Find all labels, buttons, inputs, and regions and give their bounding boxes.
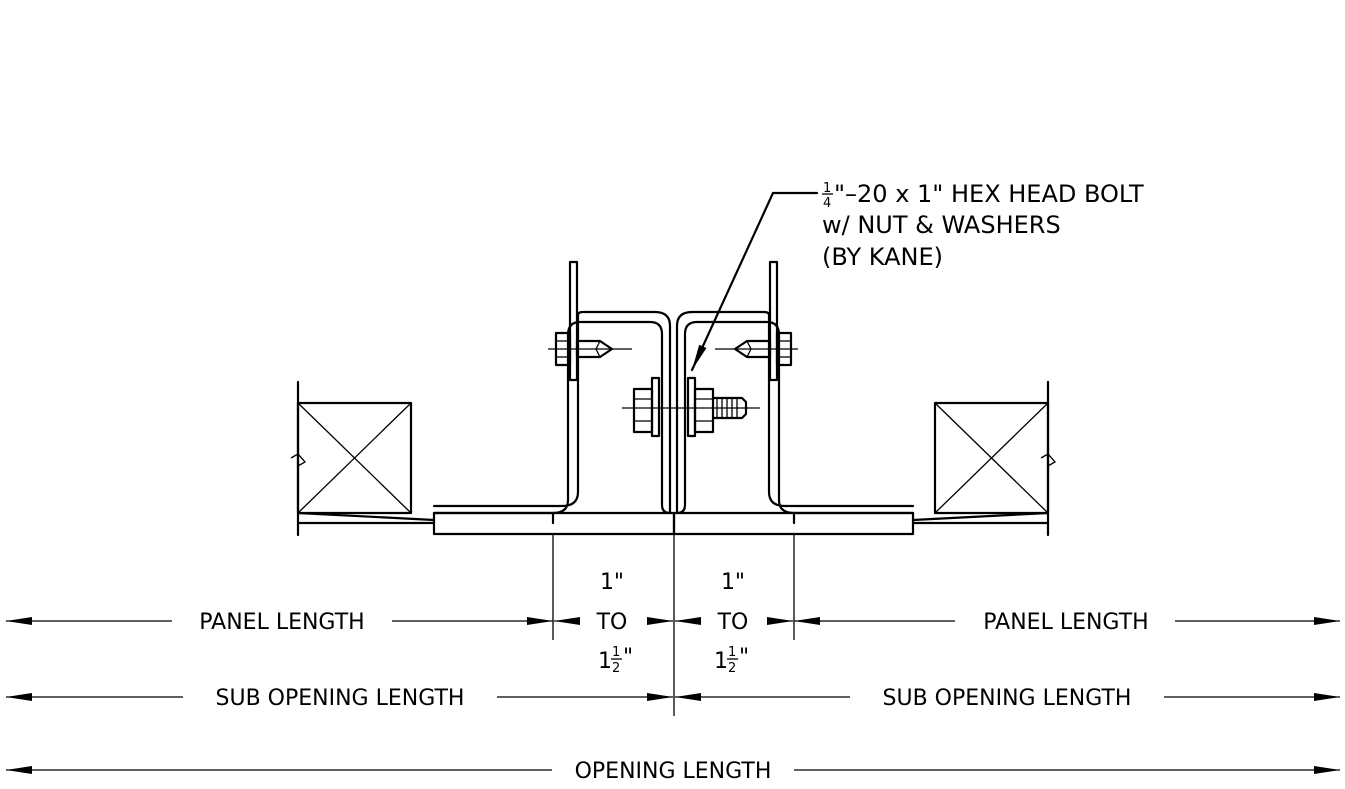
callout-line-3: (BY KANE): [822, 243, 943, 271]
opening-length-label: OPENING LENGTH: [575, 759, 772, 784]
gap-right-top: 1": [721, 570, 745, 595]
callout-fraction-num: 1: [823, 181, 831, 196]
left-clip: [432, 310, 676, 536]
gap-right-to: TO: [717, 610, 749, 635]
panel-length-label-left: PANEL LENGTH: [199, 610, 364, 635]
gap-left-whole: 1: [598, 649, 612, 674]
gap-right-frac-num: 1: [728, 645, 736, 660]
panel-length-label-right: PANEL LENGTH: [983, 610, 1148, 635]
left-fastener: [548, 331, 632, 367]
dimension-opening-length: OPENING LENGTH: [6, 759, 1340, 784]
dimension-sub-opening-right: SUB OPENING LENGTH: [675, 686, 1340, 711]
extension-lines: [552, 534, 795, 716]
dimension-gap-left: 1" TO 1 1 2 ": [554, 570, 673, 676]
dimension-sub-opening-left: SUB OPENING LENGTH: [6, 686, 673, 711]
sub-opening-label-right: SUB OPENING LENGTH: [883, 686, 1132, 711]
right-blocking: [933, 401, 1050, 515]
gap-right-frac-den: 2: [728, 661, 736, 676]
dimension-panel-length-right: PANEL LENGTH: [794, 610, 1340, 635]
hex-head-bolt: [622, 376, 760, 438]
callout-line-2: w/ NUT & WASHERS: [822, 211, 1061, 239]
sub-opening-label-left: SUB OPENING LENGTH: [216, 686, 465, 711]
left-blocking: [296, 401, 413, 515]
gap-right-whole: 1: [714, 649, 728, 674]
gap-left-top: 1": [600, 570, 624, 595]
dimension-panel-length-left: PANEL LENGTH: [6, 610, 553, 635]
gap-left-frac-num: 1: [612, 645, 620, 660]
right-clip: [672, 310, 915, 536]
callout-text: 1 4 "–20 x 1" HEX HEAD BOLT w/ NUT & WAS…: [822, 180, 1144, 271]
gap-right-inch: ": [739, 645, 749, 670]
right-vertical-plate: [768, 260, 779, 382]
gap-left-frac-den: 2: [612, 661, 620, 676]
callout-leader: [690, 191, 819, 372]
left-vertical-plate: [568, 260, 579, 382]
callout-line-1: "–20 x 1" HEX HEAD BOLT: [834, 180, 1144, 208]
gap-left-to: TO: [596, 610, 628, 635]
gap-left-inch: ": [623, 645, 633, 670]
right-fastener: [715, 331, 798, 367]
dimension-gap-right: 1" TO 1 1 2 ": [675, 570, 793, 676]
callout-fraction-den: 4: [823, 196, 831, 211]
